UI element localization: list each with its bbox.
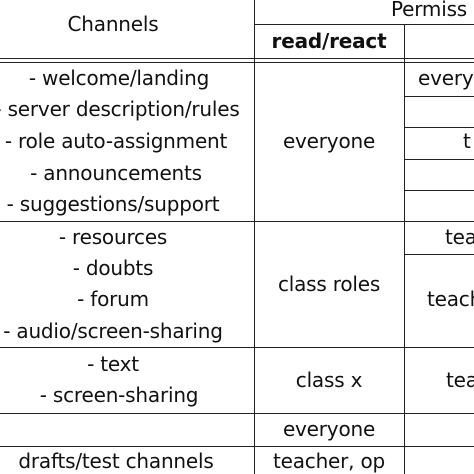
read-react-value: class roles [277,272,381,296]
channel-item: - text [87,352,139,376]
rule-group1-bottom [0,221,474,222]
rule-sub-g1-2 [404,127,474,128]
write-value: tea [445,225,474,249]
rule-group3-bottom [0,413,474,414]
channel-item: - screen-sharing [39,383,199,407]
rule-sub-g2-1 [404,254,474,255]
channel-item: - forum [77,287,149,311]
read-react-value: everyone [282,417,376,441]
header-channels: Channels [67,12,159,36]
rule-sub-g1-1 [404,96,474,97]
read-react-value: everyone [282,129,376,153]
header-permissions: Permiss [391,0,468,21]
rule-sub-g1-3 [404,159,474,160]
read-react-value: class x [295,368,363,392]
channel-item: - suggestions/support [6,192,220,216]
rule-col-a [254,0,255,474]
channel-item: - announcements [30,161,202,185]
channel-item: - doubts [72,256,154,280]
rule-header-bottom [0,58,474,59]
rule-group4-bottom [0,446,474,447]
channel-item: - audio/screen-sharing [3,319,223,343]
channel-item: drafts/test channels [18,449,214,473]
write-value: teach [427,287,474,311]
header-read-react: read/react [271,29,387,53]
rule-col-b [404,24,405,474]
write-value: every [418,66,474,90]
channel-item: - welcome/landing [28,66,210,90]
channel-item: - role auto-assignment [4,129,228,153]
write-value: t [463,129,471,153]
rule-top-sub [255,24,474,25]
channel-item: - server description/rules [0,97,240,121]
write-value: tea [446,368,474,392]
channel-item: - resources [58,225,168,249]
rule-group2-bottom [0,347,474,348]
rule-sub-g1-4 [404,190,474,191]
rule-header-double [0,62,474,63]
read-react-value: teacher, op [272,449,386,473]
